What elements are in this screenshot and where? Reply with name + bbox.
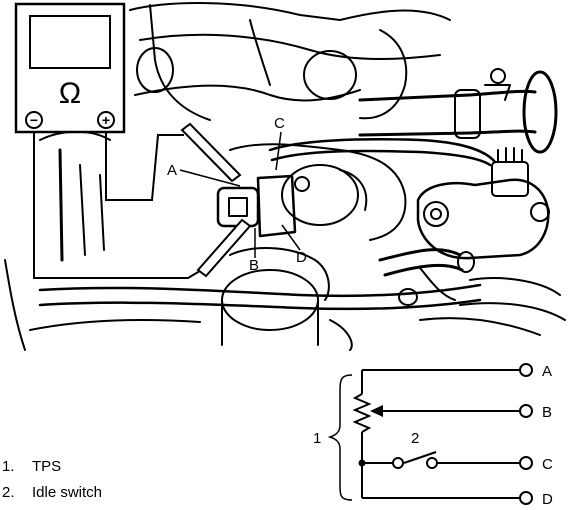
- legend-number: 1.: [2, 458, 15, 475]
- photo-pin-labels: A B C D: [167, 115, 307, 274]
- legend-text: TPS: [32, 458, 62, 475]
- legend-item-tps: 1. TPS: [2, 458, 61, 476]
- terminal-c: C: [519, 456, 553, 473]
- potentiometer-resistor: [352, 393, 372, 433]
- tps-bracket: [327, 374, 353, 501]
- idle-switch-blade: [403, 451, 437, 464]
- minus-sign: −: [30, 112, 38, 128]
- idle-switch-contact-right: [426, 457, 438, 469]
- photo-label-c: C: [274, 115, 285, 132]
- meter-display: [29, 15, 111, 69]
- tps-group-label: 1: [313, 430, 321, 447]
- meter-leads: [33, 132, 206, 279]
- terminal-a: A: [519, 363, 552, 380]
- terminal-d: D: [519, 491, 553, 508]
- test-probes: [180, 122, 252, 278]
- meter-negative-terminal: −: [25, 111, 43, 129]
- terminal-b: B: [519, 404, 552, 421]
- photo-label-d: D: [296, 249, 307, 266]
- terminal-label-d: D: [542, 491, 553, 508]
- idle-switch-contact-left: [392, 457, 404, 469]
- legend-text: Idle switch: [32, 484, 103, 501]
- tps-schematic: 1 2 A: [313, 363, 553, 508]
- legend-number: 2.: [2, 484, 15, 501]
- legend-item-idle-switch: 2. Idle switch: [2, 484, 102, 502]
- terminal-label-b: B: [542, 404, 552, 421]
- ohm-symbol: Ω: [59, 77, 81, 110]
- terminal-label-c: C: [542, 456, 553, 473]
- terminal-label-a: A: [542, 363, 552, 380]
- plus-sign: +: [102, 112, 110, 128]
- idle-switch-label: 2: [411, 430, 419, 447]
- ohmmeter: Ω − +: [14, 2, 126, 134]
- photo-label-b: B: [249, 257, 259, 274]
- engine-illustration: [4, 2, 566, 351]
- probe-a: [180, 122, 242, 183]
- probe-b: [196, 218, 252, 278]
- wiper-arrow: [370, 405, 383, 417]
- photo-label-a: A: [167, 162, 177, 179]
- meter-positive-terminal: +: [97, 111, 115, 129]
